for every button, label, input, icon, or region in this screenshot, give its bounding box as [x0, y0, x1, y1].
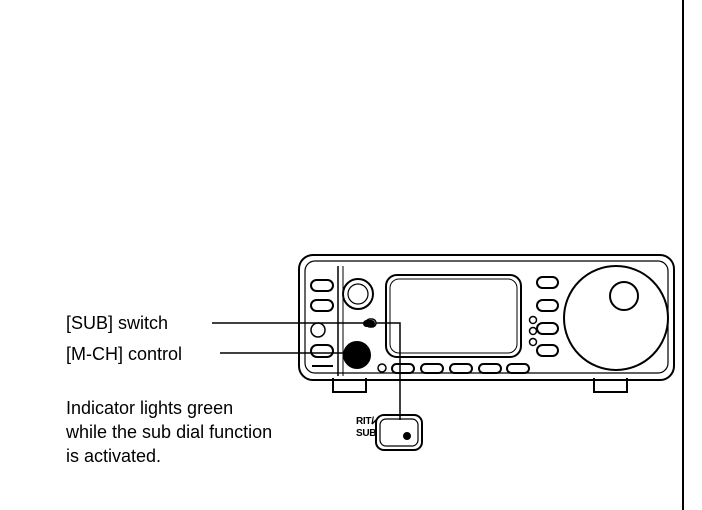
display-screen-inner — [389, 278, 518, 354]
af-knob-inner — [347, 283, 369, 305]
indicator-note-line-2: while the sub dial function — [66, 422, 273, 442]
right-button-1 — [536, 276, 559, 289]
left-foot — [332, 378, 367, 393]
indicator-note-line-3: is activated. — [66, 446, 162, 466]
bottom-button-5 — [506, 363, 530, 374]
display-screen — [385, 274, 522, 358]
right-button-3 — [536, 322, 559, 335]
rit-sub-key-outer — [375, 414, 423, 451]
mch-knob — [343, 341, 371, 369]
rit-sub-key-label-line-1: RIT/ — [356, 416, 374, 427]
right-button-2 — [536, 299, 559, 312]
right-dot-2 — [528, 326, 538, 336]
indicator-note-line-1: Indicator lights green — [66, 398, 234, 418]
rit-sub-key-label-line-2: SUB — [356, 428, 377, 439]
bottom-button-4 — [478, 363, 502, 374]
left-button-3 — [310, 322, 326, 338]
right-dot-1 — [528, 315, 538, 325]
rit-sub-key-inner — [379, 418, 419, 447]
left-button-1 — [310, 279, 334, 292]
bottom-button-2 — [420, 363, 444, 374]
mch-control-callout: [M-CH] control — [66, 344, 183, 364]
bottom-knob-small — [377, 363, 387, 373]
left-button-4 — [310, 344, 334, 358]
front-panel-outer — [298, 254, 675, 381]
leader-lines — [212, 322, 401, 420]
transceiver — [298, 254, 675, 393]
bottom-button-1 — [391, 363, 415, 374]
main-dial-finger-grip — [609, 281, 639, 311]
bottom-button-3 — [449, 363, 473, 374]
right-foot — [593, 378, 628, 393]
rit-sub-key-detail — [371, 414, 423, 451]
rit-sub-led-icon — [403, 432, 411, 440]
main-dial — [563, 265, 669, 371]
right-dot-3 — [528, 337, 538, 347]
af-knob — [342, 278, 374, 310]
rit-sub-key-bracket — [371, 419, 377, 425]
left-button-2 — [310, 299, 334, 312]
sub-detail-leader — [376, 322, 401, 420]
sub-switch-callout: [SUB] switch — [66, 313, 169, 333]
right-button-4 — [536, 344, 559, 357]
